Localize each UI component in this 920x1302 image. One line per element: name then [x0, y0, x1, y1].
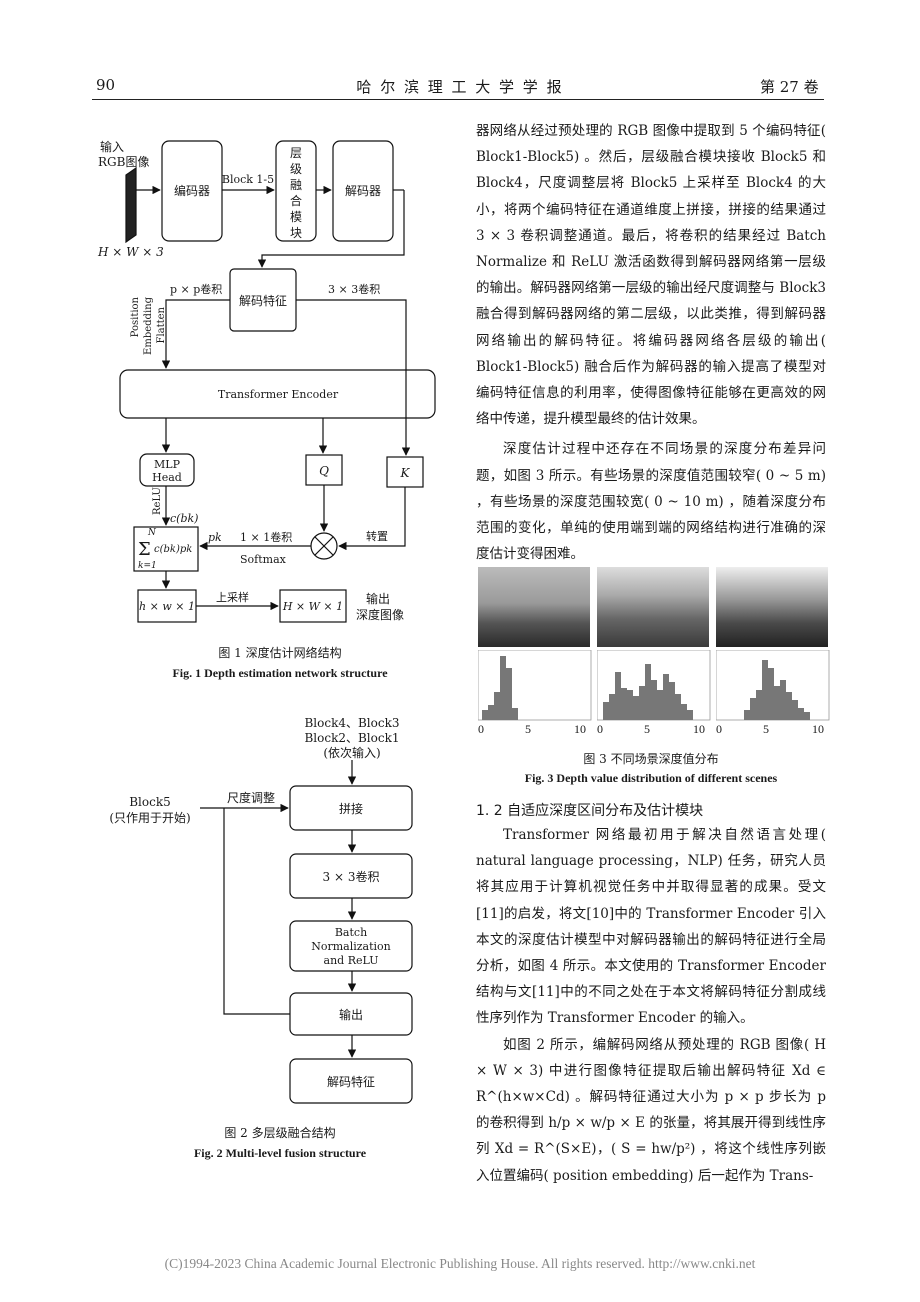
mlp-label-2: Head — [152, 471, 182, 484]
conv11-label: 1 × 1卷积 — [240, 530, 292, 544]
block5-label-2: (只作用于开始) — [109, 811, 190, 825]
relu-label: ReLU — [152, 487, 163, 515]
upsample-label: 上采样 — [216, 590, 249, 604]
input-label-2: RGB图像 — [98, 155, 149, 169]
k-label: K — [400, 466, 411, 480]
bn-label-2: Normalization — [311, 940, 391, 953]
fusion-char-4: 合 — [290, 193, 302, 208]
input-image-icon — [125, 166, 137, 244]
figure-1-diagram: 输入 RGB图像 H × W × 3 编码器 Block 1-5 层 级 融 合… — [97, 139, 436, 623]
scene-photo-3 — [716, 567, 828, 647]
paragraph-4: 如图 2 所示，编解码网络从预处理的 RGB 图像( H × W × 3) 中进… — [476, 1036, 826, 1184]
figure-2-diagram: Block4、Block3 Block2、Block1 (依次输入) Block… — [109, 716, 413, 1104]
tick-0: 0 — [716, 722, 722, 736]
copyright-footer: (C)1994-2023 China Academic Journal Elec… — [164, 1256, 756, 1271]
scene-photo-1 — [478, 567, 590, 647]
blocks-label: Block 1-5 — [222, 173, 274, 186]
q-label: Q — [319, 464, 329, 478]
bn-label-1: Batch — [335, 926, 367, 939]
tick-5: 5 — [644, 722, 650, 736]
fig1-caption-cn: 图 1 深度估计网络结构 — [218, 646, 342, 660]
tick-10: 10 — [693, 722, 705, 736]
transpose-label: 转置 — [366, 529, 388, 543]
histogram-3 — [716, 650, 830, 721]
fig1-caption-en: Fig. 1 Depth estimation network structur… — [172, 666, 388, 680]
input-label-1: 输入 — [100, 139, 124, 154]
softmax-label: Softmax — [240, 553, 287, 566]
HW1-box — [279, 589, 347, 623]
histogram-2 — [597, 650, 711, 721]
histogram-1 — [478, 650, 592, 721]
sum-bottom: k=1 — [138, 561, 157, 571]
pp-conv-label: p × p卷积 — [170, 282, 222, 296]
paragraph-3: Transformer 网络最初用于解决自然语言处理( natural lang… — [476, 827, 826, 1027]
fig2-inputs-2: Block2、Block1 — [304, 731, 399, 745]
sum-top: N — [147, 528, 157, 538]
scene-photo-2 — [597, 567, 709, 647]
section-heading: 1. 2 自适应深度区间分布及估计模块 — [476, 803, 704, 819]
output-label-1: 输出 — [366, 591, 390, 606]
concat-label: 拼接 — [339, 801, 363, 816]
conv33-label: 3 × 3卷积 — [328, 282, 380, 296]
output-label: 输出 — [339, 1007, 363, 1022]
mlp-label-1: MLP — [154, 458, 181, 471]
decode-feature-box-2 — [289, 1058, 413, 1104]
paragraph-2: 深度估计过程中还存在不同场景的深度分布差异问题，如图 3 所示。有些场景的深度值… — [476, 441, 826, 563]
encoder-label: 编码器 — [174, 183, 210, 198]
side-label-3: Flatten — [156, 306, 167, 343]
sum-sigma: Σ — [138, 539, 151, 560]
paragraph-3-block: Transformer 网络最初用于解决自然语言处理( natural lang… — [476, 822, 826, 1189]
conv-label: 3 × 3卷积 — [323, 869, 380, 884]
bn-label-3: and ReLU — [324, 954, 379, 967]
encoder-box — [161, 140, 223, 242]
fusion-char-3: 融 — [290, 178, 302, 192]
output-label-2: 深度图像 — [356, 607, 404, 622]
fusion-char-1: 层 — [290, 146, 302, 160]
HW1-label: H × W × 1 — [282, 600, 343, 613]
paragraph-1: 器网络从经过预处理的 RGB 图像中提取到 5 个编码特征( Block1-Bl… — [476, 123, 826, 428]
conv33-box — [289, 853, 413, 899]
fig2-caption-en: Fig. 2 Multi-level fusion structure — [193, 1146, 367, 1160]
mlp-head-box — [139, 453, 195, 487]
fusion-char-6: 块 — [290, 226, 302, 240]
fusion-char-2: 级 — [290, 162, 302, 176]
scale-label: 尺度调整 — [227, 790, 275, 805]
fusion-box — [275, 140, 317, 242]
decode-feature-label: 解码特征 — [239, 293, 287, 308]
bn-relu-box — [289, 920, 413, 972]
journal-title: 哈 尔 滨 理 工 大 学 学 报 — [356, 78, 564, 96]
tick-0: 0 — [478, 722, 484, 736]
page-number: 90 — [96, 76, 116, 94]
tick-10: 10 — [574, 722, 586, 736]
fig3-caption-cn: 图 3 不同场景深度值分布 — [583, 752, 719, 766]
side-label-1: Position — [130, 296, 141, 337]
decoder-label: 解码器 — [345, 184, 381, 198]
fig3-caption-en: Fig. 3 Depth value distribution of diffe… — [524, 771, 778, 785]
cbk-label: c(bk) — [170, 512, 198, 525]
input-dim: H × W × 3 — [97, 245, 164, 259]
transformer-encoder-box — [119, 369, 436, 419]
decode-feat-label: 解码特征 — [327, 1074, 375, 1089]
pk-label: pk — [208, 531, 222, 544]
hw1-label: h × w × 1 — [139, 600, 195, 613]
tick-5: 5 — [525, 722, 531, 736]
paragraph-1-block: 器网络从经过预处理的 RGB 图像中提取到 5 个编码特征( Block1-Bl… — [476, 118, 826, 567]
fig2-inputs-1: Block4、Block3 — [304, 716, 399, 730]
side-label-2: Embedding — [143, 296, 154, 355]
transformer-label: Transformer Encoder — [218, 388, 339, 401]
fig2-inputs-3: (依次输入) — [323, 745, 380, 760]
fusion-char-5: 模 — [290, 210, 302, 224]
volume-label: 第 27 卷 — [760, 78, 819, 96]
header-rule — [92, 99, 824, 100]
decoder-box — [332, 140, 394, 242]
concat-box — [289, 785, 413, 831]
tick-10: 10 — [812, 722, 824, 736]
sum-expr: c(bk)pk — [154, 544, 192, 555]
block5-label-1: Block5 — [129, 795, 171, 809]
fig2-caption-cn: 图 2 多层级融合结构 — [224, 1126, 336, 1140]
tick-5: 5 — [763, 722, 769, 736]
tick-0: 0 — [597, 722, 603, 736]
